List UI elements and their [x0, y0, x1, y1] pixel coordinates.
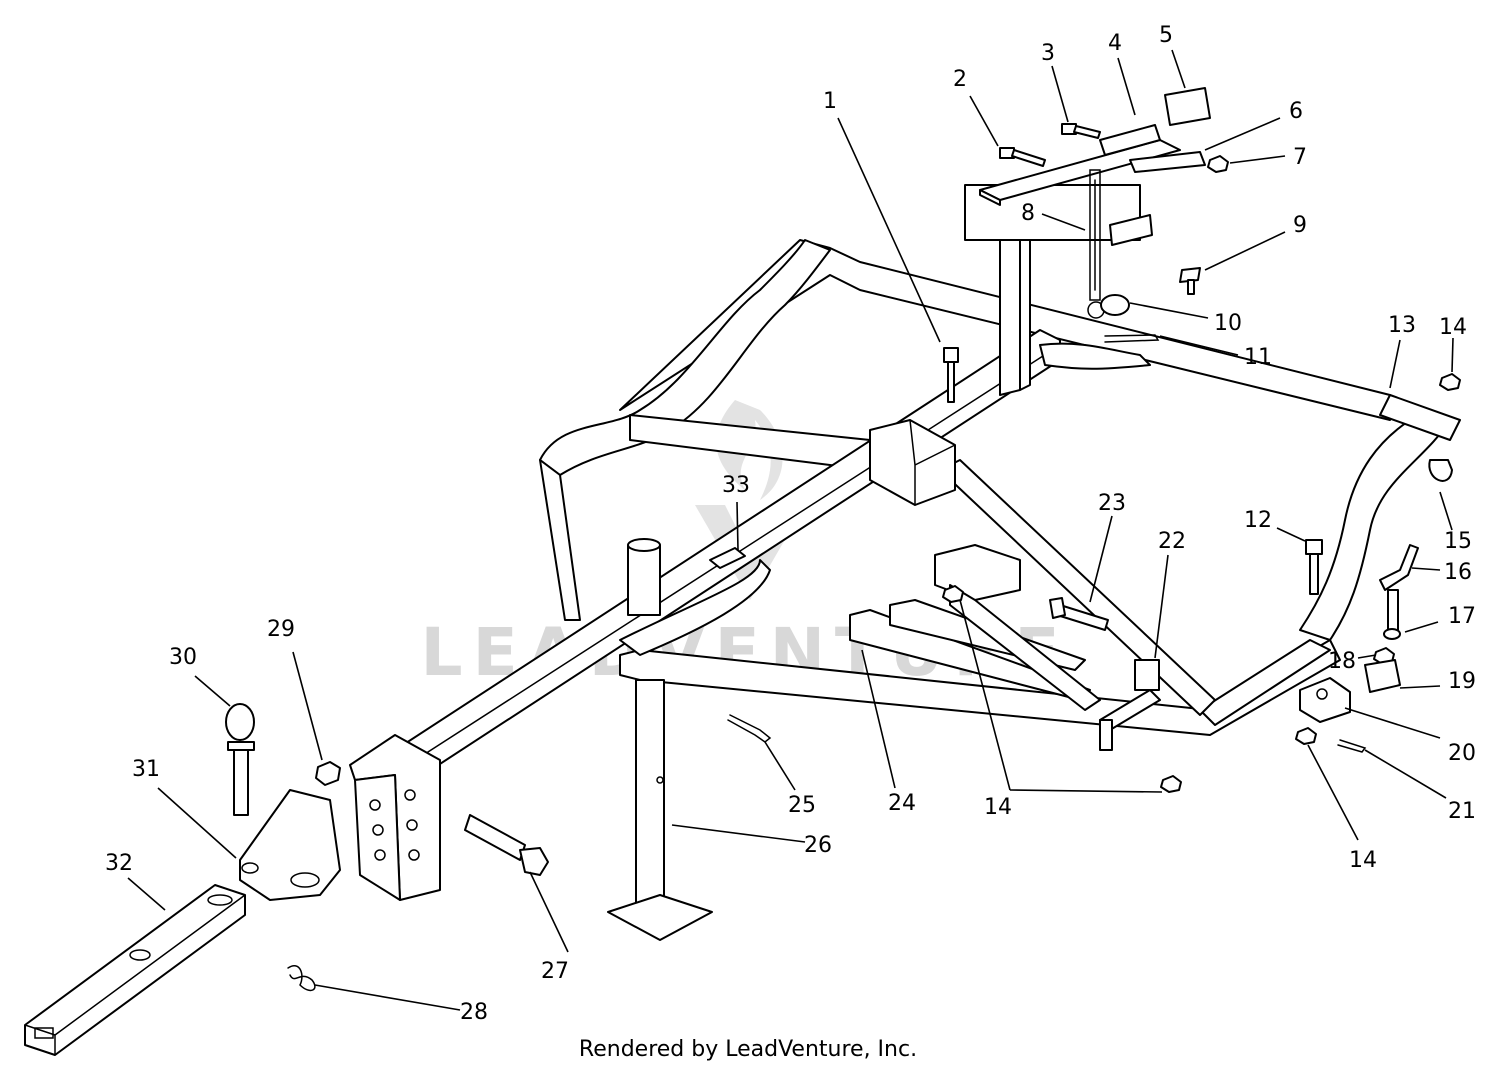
callout-28: 28: [460, 1000, 488, 1025]
axle-bracket: [849, 544, 1101, 711]
leader-lines: [127, 49, 1454, 1011]
nut-14-center: [942, 585, 1182, 793]
callout-2: 2: [953, 67, 967, 92]
callout-6: 6: [1289, 99, 1303, 124]
callout-13: 13: [1388, 313, 1416, 338]
drawbar: [24, 884, 246, 1056]
axle-bolt: [1049, 597, 1109, 631]
jack-mount-tube: [627, 538, 661, 616]
nut-14-top: [1439, 373, 1461, 391]
clevis: [239, 789, 341, 901]
callout-32: 32: [105, 851, 133, 876]
lift-arm: [979, 139, 1181, 206]
clamp-15: [1428, 459, 1453, 482]
spring-17: [1383, 628, 1401, 640]
callout-18: 18: [1328, 649, 1356, 674]
callout-20: 20: [1448, 741, 1476, 766]
callout-7: 7: [1293, 145, 1307, 170]
callout-24: 24: [888, 791, 916, 816]
spacer-bushing: [1099, 659, 1161, 751]
callout-21: 21: [1448, 799, 1476, 824]
hitch-bolt: [464, 814, 549, 876]
callout-25: 25: [788, 793, 816, 818]
callout-14-top: 14: [1439, 315, 1467, 340]
cotter-11: [1104, 334, 1160, 343]
handle-grip: [1164, 87, 1211, 126]
callout-16: 16: [1444, 560, 1472, 585]
decal-33: [709, 547, 746, 569]
plate-19: [1364, 659, 1401, 693]
nut-14-right: [1295, 727, 1317, 745]
callout-1: 1: [823, 89, 837, 114]
callout-4: 4: [1108, 31, 1122, 56]
callout-14-center: 14: [984, 795, 1012, 820]
lift-link: [1099, 124, 1161, 156]
bolt-3: [1061, 123, 1101, 139]
shackle-10: [1100, 294, 1130, 316]
callout-23: 23: [1098, 491, 1126, 516]
hair-pin: [287, 965, 316, 992]
frame-assembly: [379, 184, 1461, 791]
hitch-pin: [225, 703, 255, 816]
pin-16: [1379, 544, 1419, 631]
callout-3: 3: [1041, 41, 1055, 66]
callout-17: 17: [1448, 604, 1476, 629]
callout-5: 5: [1159, 23, 1173, 48]
callout-19: 19: [1448, 669, 1476, 694]
callout-31: 31: [132, 757, 160, 782]
footer-credit: Rendered by LeadVenture, Inc.: [579, 1037, 917, 1062]
callout-12: 12: [1244, 508, 1272, 533]
callout-33: 33: [722, 473, 750, 498]
nut-7: [1207, 155, 1229, 173]
callout-9: 9: [1293, 213, 1307, 238]
callout-10: 10: [1214, 311, 1242, 336]
callout-27: 27: [541, 959, 569, 984]
callout-14-bottom-right: 14: [1349, 848, 1377, 873]
callout-29: 29: [267, 617, 295, 642]
cotter-21: [1337, 739, 1367, 753]
clevis-pin-9: [1179, 267, 1201, 295]
hitch-bracket: [349, 734, 441, 901]
callout-26: 26: [804, 833, 832, 858]
callout-11: 11: [1244, 345, 1272, 370]
hitch-nut: [315, 761, 341, 786]
callouts: 1 2 3 4 5 6 7 8 9 10 11 12 13 14 15 16 1…: [105, 23, 1476, 1025]
callout-22: 22: [1158, 529, 1186, 554]
jack-stand: [607, 679, 713, 941]
block-20: [1299, 677, 1351, 723]
frame-bolt: [943, 347, 959, 403]
callout-15: 15: [1444, 529, 1472, 554]
bolt-2: [999, 147, 1046, 167]
axle-mount-bolt: [1305, 539, 1323, 595]
lift-bracket: [1109, 151, 1206, 246]
cotter-pin: [727, 714, 772, 743]
callout-8: 8: [1021, 201, 1035, 226]
callout-30: 30: [169, 645, 197, 670]
